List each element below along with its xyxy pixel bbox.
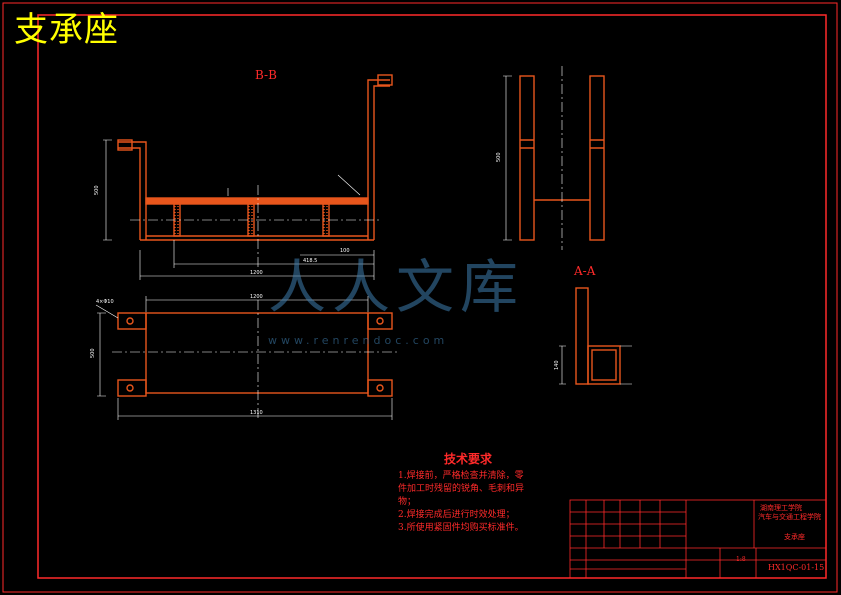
drawing-frame <box>37 14 827 579</box>
plan-view-dimensions <box>95 296 400 420</box>
section-bb-dimensions <box>103 139 380 280</box>
title-block-part-name: 支承座 <box>784 533 805 541</box>
svg-text:1200: 1200 <box>250 294 263 300</box>
title-block-drawing-number: HX1QC-01-15 <box>768 563 825 572</box>
tech-requirement-line: 物； <box>398 497 417 507</box>
drawing-title: 支承座 <box>14 10 119 50</box>
side-view-height-dim: 500 <box>496 152 502 162</box>
title-block-department: 汽车与交通工程学院 <box>758 513 821 521</box>
title-block-scale: 1:8 <box>736 556 746 563</box>
tech-requirement-line: 3.所使用紧固件均购买标准件。 <box>398 523 524 533</box>
svg-text:500: 500 <box>94 185 100 195</box>
plan-view-dimension-text: 1200 1310 500 4×Φ10 <box>90 294 263 416</box>
svg-text:418.5: 418.5 <box>303 258 317 264</box>
watermark-url: www.renrendoc.com <box>268 334 449 347</box>
watermark-logo: 人人文库 <box>268 253 525 321</box>
svg-text:1200: 1200 <box>250 270 263 276</box>
section-bb-label: B-B <box>255 68 277 82</box>
section-bb-view <box>117 74 393 241</box>
svg-text:500: 500 <box>90 348 96 358</box>
tech-requirement-line: 件加工时残留的锐角、毛刺和异 <box>398 484 525 494</box>
title-block-school: 湖南理工学院 <box>760 504 802 512</box>
section-aa-dim-text: 140 <box>554 360 560 370</box>
side-view-dimensions <box>503 66 563 250</box>
tech-requirement-line: 2.焊接完成后进行时效处理； <box>398 510 515 520</box>
section-bb-dimension-text: 500 1200 418.5 100 <box>94 185 350 276</box>
plan-view <box>117 312 393 397</box>
title-block <box>569 499 827 579</box>
tech-requirements-heading: 技术要求 <box>444 452 493 466</box>
svg-text:1310: 1310 <box>250 410 263 416</box>
svg-text:100: 100 <box>340 248 350 254</box>
section-aa-label: A-A <box>574 264 596 278</box>
tech-requirement-line: 1.焊接前，严格检查并清除，零 <box>398 471 524 481</box>
section-aa-dimensions <box>559 345 632 385</box>
svg-text:4×Φ10: 4×Φ10 <box>96 299 114 305</box>
section-aa-view <box>575 287 621 385</box>
